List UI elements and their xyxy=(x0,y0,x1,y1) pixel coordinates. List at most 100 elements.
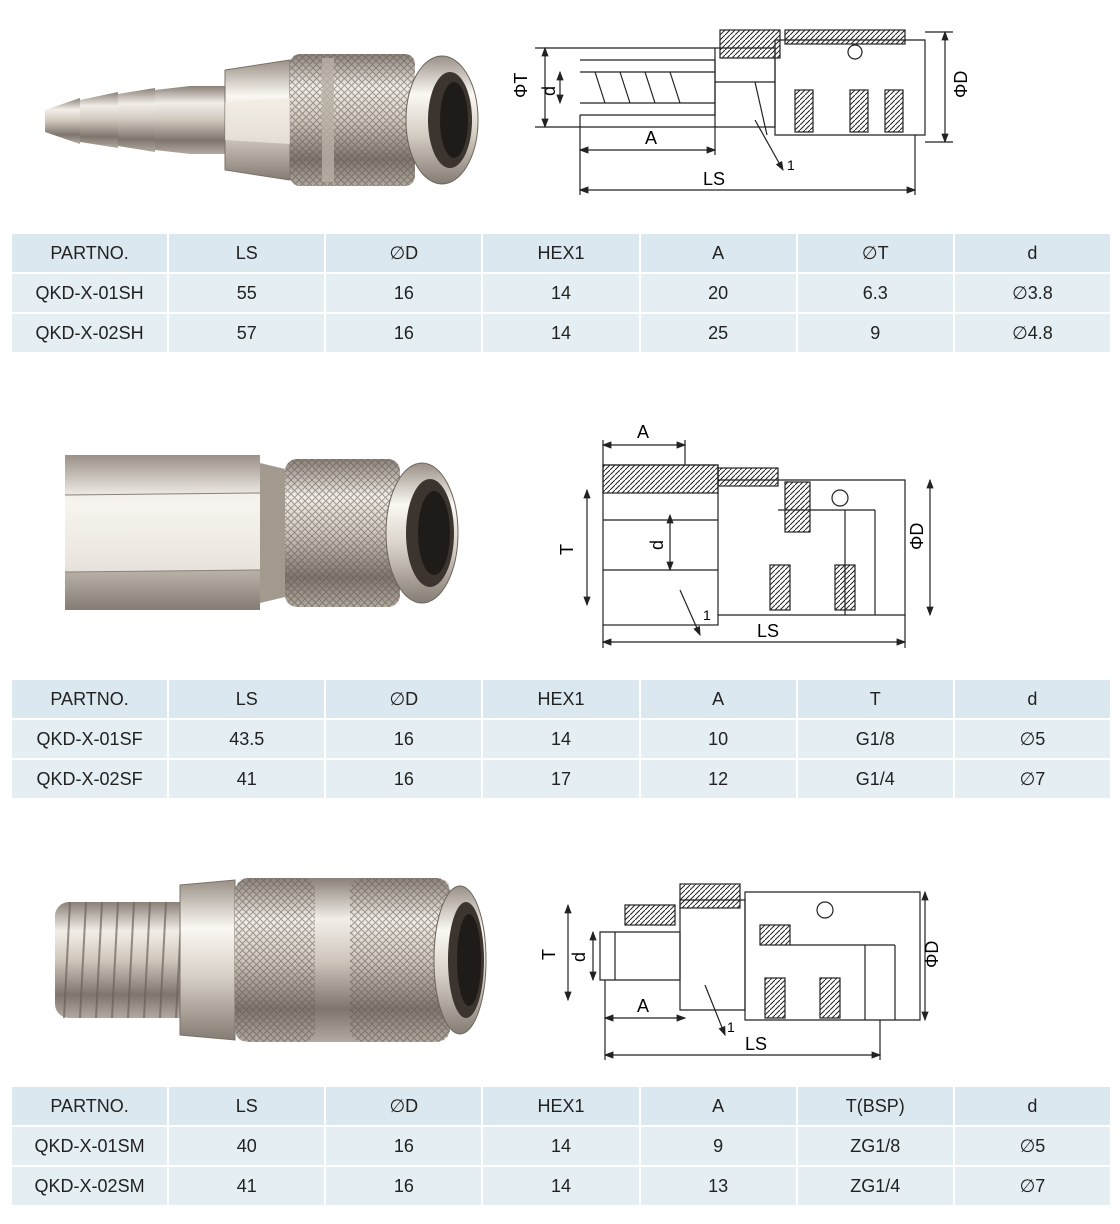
product-section-sm: T d ΦD A LS 1 PARTNO. LS ∅D HEX1 A T(BSP… xyxy=(0,840,1120,1220)
drawing-label-a: A xyxy=(637,996,649,1016)
drawing-label-ls: LS xyxy=(703,169,725,189)
header-cell: ∅T xyxy=(797,234,953,272)
table-cell: 16 xyxy=(326,274,482,312)
table-row: QKD-X-02SF 41 16 17 12 G1/4 ∅7 xyxy=(12,760,1110,798)
drawing-label-d: d xyxy=(647,540,667,550)
table-row: QKD-X-01SH 55 16 14 20 6.3 ∅3.8 xyxy=(12,274,1110,312)
table-cell: QKD-X-01SF xyxy=(12,720,168,758)
header-cell: d xyxy=(954,234,1110,272)
table-cell: QKD-X-02SH xyxy=(12,314,168,352)
table-cell: 16 xyxy=(326,720,482,758)
table-cell: 14 xyxy=(483,314,639,352)
table-cell: 14 xyxy=(483,720,639,758)
male-thread-coupler-drawing: T d ΦD A LS 1 xyxy=(539,883,942,1060)
table-cell: 16 xyxy=(326,1167,482,1205)
drawing-label-hex-1: 1 xyxy=(703,607,711,623)
drawing-label-hex-1: 1 xyxy=(787,157,795,173)
drawing-label-hex-1: 1 xyxy=(727,1019,735,1035)
table-cell: 10 xyxy=(640,720,796,758)
drawing-label-phi-d: ΦD xyxy=(922,941,942,968)
table-cell: ∅7 xyxy=(954,1167,1110,1205)
table-cell: 14 xyxy=(483,1167,639,1205)
header-cell: LS xyxy=(169,680,325,718)
drawing-label-ls: LS xyxy=(745,1034,767,1054)
header-cell: ∅D xyxy=(326,680,482,718)
table-cell: 41 xyxy=(169,760,325,798)
table-cell: ZG1/4 xyxy=(797,1167,953,1205)
header-cell: PARTNO. xyxy=(12,680,168,718)
table-row: QKD-X-02SM 41 16 14 13 ZG1/4 ∅7 xyxy=(12,1167,1110,1205)
table-row: QKD-X-02SH 57 16 14 25 9 ∅4.8 xyxy=(12,314,1110,352)
table-cell: 55 xyxy=(169,274,325,312)
table-cell: 9 xyxy=(640,1127,796,1165)
female-thread-coupler-photo xyxy=(64,455,459,610)
header-cell: A xyxy=(640,680,796,718)
table-cell: 14 xyxy=(483,1127,639,1165)
spec-table-sm: PARTNO. LS ∅D HEX1 A T(BSP) d QKD-X-01SM… xyxy=(10,1085,1112,1207)
female-thread-coupler-drawing: A T d ΦD LS 1 xyxy=(557,422,934,648)
table-cell: QKD-X-02SM xyxy=(12,1167,168,1205)
table-cell: 41 xyxy=(169,1167,325,1205)
table-cell: ∅3.8 xyxy=(954,274,1110,312)
drawing-label-t: T xyxy=(539,949,559,960)
header-cell: HEX1 xyxy=(483,680,639,718)
table-row: QKD-X-01SM 40 16 14 9 ZG1/8 ∅5 xyxy=(12,1127,1110,1165)
table-header-row: PARTNO. LS ∅D HEX1 A T d xyxy=(12,680,1110,718)
header-cell: A xyxy=(640,1087,796,1125)
table-cell: QKD-X-02SF xyxy=(12,760,168,798)
table-header-row: PARTNO. LS ∅D HEX1 A T(BSP) d xyxy=(12,1087,1110,1125)
table-cell: 57 xyxy=(169,314,325,352)
table-cell: G1/8 xyxy=(797,720,953,758)
table-cell: QKD-X-01SM xyxy=(12,1127,168,1165)
table-cell: 6.3 xyxy=(797,274,953,312)
drawing-label-d: d xyxy=(539,86,559,96)
header-cell: LS xyxy=(169,234,325,272)
header-cell: HEX1 xyxy=(483,1087,639,1125)
table-cell: ∅7 xyxy=(954,760,1110,798)
drawing-label-phi-d: ΦD xyxy=(907,523,927,550)
hose-barb-coupler-drawing: ΦT d ΦD A LS 1 xyxy=(511,29,971,195)
header-cell: LS xyxy=(169,1087,325,1125)
hose-barb-coupler-photo xyxy=(45,54,479,186)
table-row: QKD-X-01SF 43.5 16 14 10 G1/8 ∅5 xyxy=(12,720,1110,758)
product-section-sf: A T d ΦD LS 1 PARTNO. LS ∅D HEX1 A T d Q… xyxy=(0,400,1120,810)
header-cell: PARTNO. xyxy=(12,234,168,272)
product-section-sh: ΦT d ΦD A LS 1 PARTNO. LS ∅D HEX1 A ∅T d… xyxy=(0,0,1120,360)
drawing-label-phi-t: ΦT xyxy=(511,73,531,98)
drawing-label-t: T xyxy=(557,544,577,555)
table-cell: G1/4 xyxy=(797,760,953,798)
spec-table-sh: PARTNO. LS ∅D HEX1 A ∅T d QKD-X-01SH 55 … xyxy=(10,232,1112,354)
header-cell: T xyxy=(797,680,953,718)
header-cell: A xyxy=(640,234,796,272)
table-cell: ∅4.8 xyxy=(954,314,1110,352)
table-cell: 43.5 xyxy=(169,720,325,758)
header-cell: d xyxy=(954,1087,1110,1125)
header-cell: PARTNO. xyxy=(12,1087,168,1125)
male-thread-coupler-photo xyxy=(55,878,487,1042)
spec-table-sf: PARTNO. LS ∅D HEX1 A T d QKD-X-01SF 43.5… xyxy=(10,678,1112,800)
header-cell: HEX1 xyxy=(483,234,639,272)
table-cell: 20 xyxy=(640,274,796,312)
table-header-row: PARTNO. LS ∅D HEX1 A ∅T d xyxy=(12,234,1110,272)
table-cell: 40 xyxy=(169,1127,325,1165)
header-cell: ∅D xyxy=(326,1087,482,1125)
table-cell: QKD-X-01SH xyxy=(12,274,168,312)
drawing-label-ls: LS xyxy=(757,621,779,641)
header-cell: ∅D xyxy=(326,234,482,272)
drawing-label-a: A xyxy=(645,128,657,148)
table-cell: 25 xyxy=(640,314,796,352)
table-cell: 9 xyxy=(797,314,953,352)
table-cell: 16 xyxy=(326,760,482,798)
table-cell: ZG1/8 xyxy=(797,1127,953,1165)
table-cell: 12 xyxy=(640,760,796,798)
header-cell: d xyxy=(954,680,1110,718)
table-cell: 16 xyxy=(326,1127,482,1165)
table-cell: 14 xyxy=(483,274,639,312)
table-cell: ∅5 xyxy=(954,720,1110,758)
drawing-label-a: A xyxy=(637,422,649,442)
drawing-label-phi-d: ΦD xyxy=(951,71,971,98)
drawing-label-d: d xyxy=(569,952,589,962)
table-cell: ∅5 xyxy=(954,1127,1110,1165)
header-cell: T(BSP) xyxy=(797,1087,953,1125)
table-cell: 17 xyxy=(483,760,639,798)
